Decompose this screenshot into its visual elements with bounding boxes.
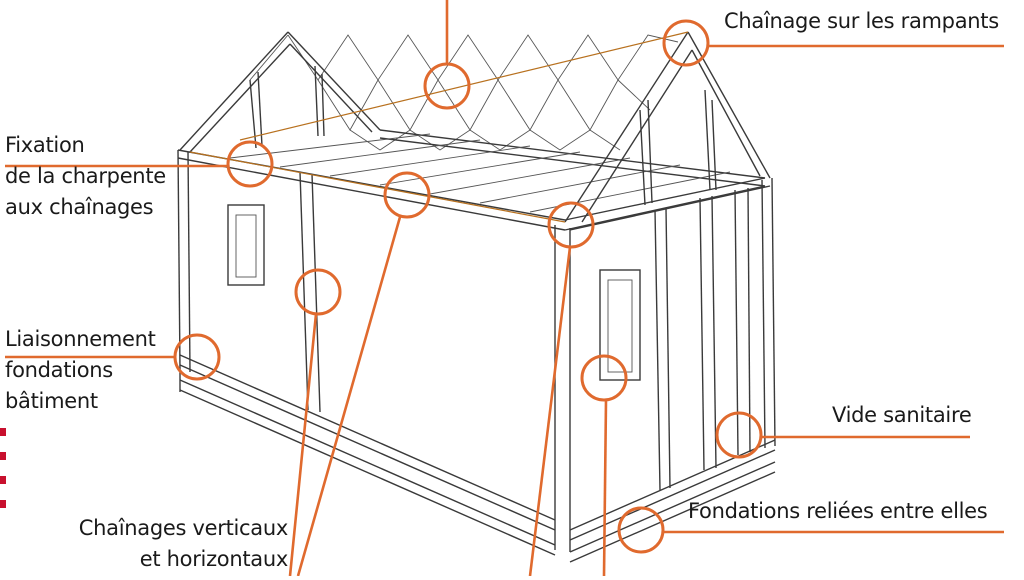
marker-fixation [226, 140, 274, 188]
label-chainages: Chaînages verticaux et horizontaux [78, 516, 289, 571]
left-gable [179, 31, 381, 153]
rafter-ties [189, 31, 689, 223]
leader-lines [5, 0, 1004, 577]
marker-fondations [617, 506, 665, 554]
label-fondations-reliees: Fondations reliées entre elles [688, 499, 988, 523]
marker-side-chain [580, 354, 628, 402]
roof-lattice [249, 34, 679, 151]
label-rampants: Chaînage sur les rampants [724, 9, 999, 33]
marker-rampants [662, 19, 710, 67]
marker-vertical-chain [294, 268, 342, 316]
label-vide-sanitaire: Vide sanitaire [832, 403, 972, 427]
top-plate [177, 129, 766, 231]
label-fixation: Fixation de la charpente aux chaînages [5, 133, 166, 219]
marker-group [173, 19, 763, 554]
front-wall [177, 149, 571, 556]
label-liaisonnement: Liaisonnement fondations bâtiment [5, 327, 156, 413]
marker-corner-top [547, 201, 595, 249]
marker-horizontal-chain [383, 171, 431, 219]
right-gable [564, 31, 771, 223]
marker-vide-sanitaire [715, 411, 763, 459]
edge-marks [0, 428, 6, 508]
